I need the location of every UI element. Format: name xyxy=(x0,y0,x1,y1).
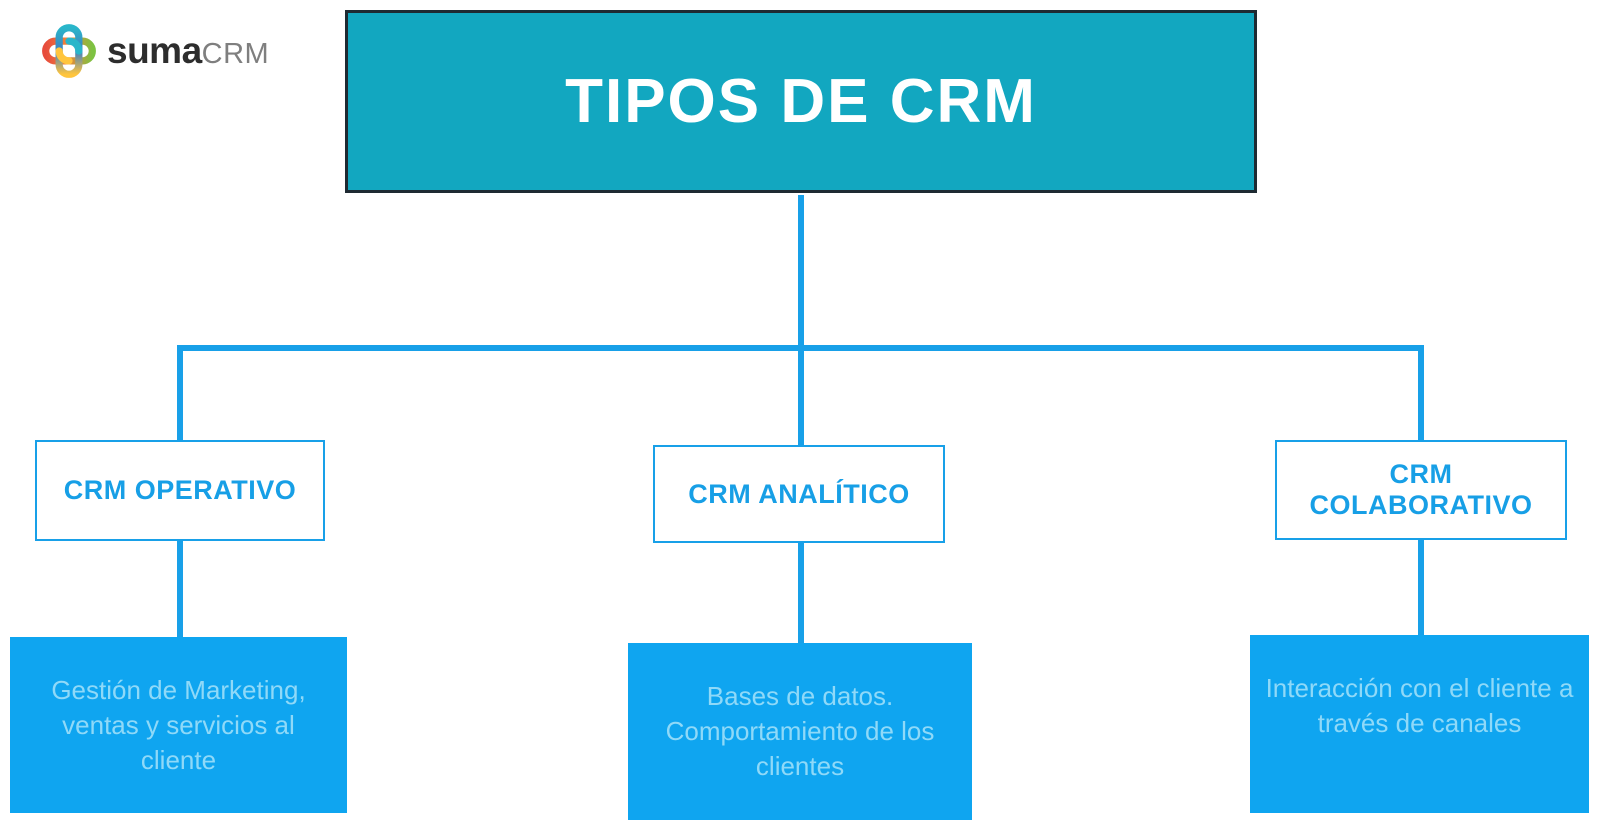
page-title: TIPOS DE CRM xyxy=(565,67,1037,136)
connector-stem-colaborativo xyxy=(1418,539,1424,636)
connector-stem-analitico xyxy=(798,542,804,644)
branch-label-analitico-text: CRM ANALÍTICO xyxy=(688,478,910,509)
logo-text-suma: suma xyxy=(107,30,202,71)
title-box: TIPOS DE CRM xyxy=(345,10,1257,193)
connector-drop-operativo xyxy=(177,345,183,441)
branch-label-operativo-text: CRM OPERATIVO xyxy=(63,475,297,505)
logo-text-crm: CRM xyxy=(201,38,270,70)
branch-label-operativo: CRM OPERATIVO xyxy=(35,440,325,541)
branch-label-analitico: CRM ANALÍTICO xyxy=(653,445,945,543)
connector-drop-analitico xyxy=(798,345,804,446)
connector-stem-operativo xyxy=(177,539,183,638)
connector-drop-colaborativo xyxy=(1418,345,1424,441)
connector-title-stem xyxy=(798,195,804,348)
branch-label-colaborativo: CRM COLABORATIVO xyxy=(1275,440,1567,540)
branch-label-colaborativo-text: CRM COLABORATIVO xyxy=(1309,459,1533,520)
branch-description-operativo-text: Gestión de Marketing,ventas y servicios … xyxy=(51,675,306,775)
sumacrm-plus-icon xyxy=(42,24,96,78)
branch-description-operativo: Gestión de Marketing,ventas y servicios … xyxy=(10,637,347,813)
